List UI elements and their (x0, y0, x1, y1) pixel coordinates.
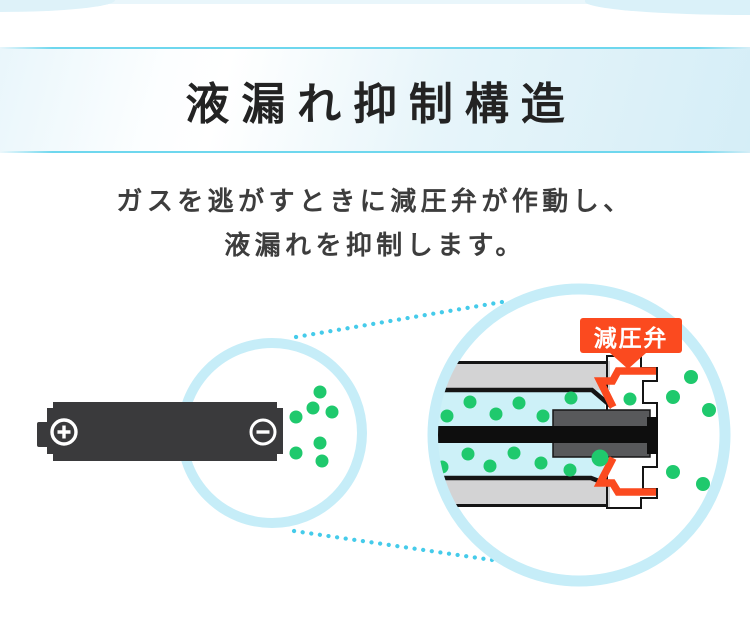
gas-particle (313, 385, 327, 399)
gas-particle (483, 459, 497, 473)
gas-particle (702, 403, 716, 417)
valve-callout-label: 減圧弁 (593, 325, 669, 352)
gas-particle (306, 401, 320, 415)
top-decoration (0, 0, 750, 16)
gas-particle (512, 396, 526, 410)
gas-particle (563, 463, 577, 477)
gas-particle (489, 407, 503, 421)
gas-particle (696, 477, 710, 491)
relief-valve-bottom (593, 456, 656, 496)
gas-particle (289, 410, 303, 424)
gas-particles-escaped (666, 370, 716, 491)
top-decoration-strip (0, 0, 750, 4)
gas-particle (507, 446, 521, 460)
gas-particle (591, 449, 609, 467)
gas-particle (461, 447, 475, 461)
valve-callout: 減圧弁 (580, 318, 682, 369)
gas-particle (623, 392, 637, 406)
title-banner: 液漏れ抑制構造 (0, 47, 750, 153)
gas-particle (289, 446, 303, 460)
gas-particle (666, 390, 680, 404)
page-title: 液漏れ抑制構造 (185, 79, 577, 130)
dotted-connector-bottom (291, 528, 495, 563)
relief-valve-top (593, 367, 656, 409)
gas-particle (325, 405, 339, 419)
gas-particle (534, 456, 548, 470)
gas-particle (564, 391, 578, 405)
casing-bottom (438, 479, 610, 507)
casing-top (438, 361, 610, 390)
gas-particle (666, 465, 680, 479)
electrode-rod-end (647, 417, 658, 454)
gas-particle (313, 436, 327, 450)
battery-illustration (37, 402, 283, 461)
gas-particle (315, 454, 329, 468)
gas-particles-small-circle (289, 385, 339, 468)
plus-circle-icon (50, 418, 78, 446)
gas-particle (463, 395, 477, 409)
subtitle-line-2: 液漏れを抑制します。 (224, 231, 526, 261)
subtitle-line-1: ガスを逃がすときに減圧弁が作動し、 (116, 187, 634, 217)
separator-line-top (438, 387, 614, 409)
gas-particle (536, 409, 550, 423)
callout-pointer-icon (610, 353, 646, 369)
electrode-rod (438, 426, 651, 443)
dotted-connector-top (293, 298, 511, 340)
gas-particle (684, 370, 698, 384)
gas-particles-inside (438, 391, 637, 477)
battery-body (47, 402, 283, 461)
battery-positive-terminal-nub (37, 422, 49, 447)
minus-circle-icon (249, 418, 277, 446)
gas-particle (440, 409, 454, 423)
subtitle: ガスを逃がすときに減圧弁が作動し、 液漏れを抑制します。 (0, 180, 750, 268)
